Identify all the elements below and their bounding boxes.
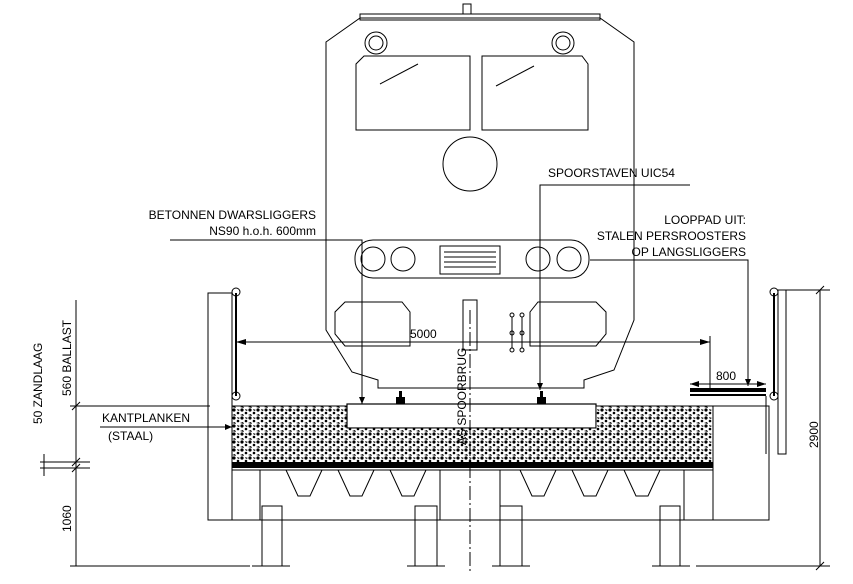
label-looppad-1: LOOPPAD UIT: — [664, 213, 746, 227]
dim-text-deck: 1060 — [60, 505, 74, 532]
walkway — [231, 287, 787, 455]
sand-layer — [232, 462, 713, 468]
locomotive-roof — [359, 13, 601, 21]
front-grille — [439, 245, 501, 275]
trough-5 — [571, 469, 609, 497]
dim-text-ballast: 560 BALLAST — [60, 319, 74, 396]
leader-rails — [537, 184, 690, 390]
locomotive — [325, 3, 635, 389]
leader-sleepers — [170, 239, 365, 404]
label-looppad-2: STALEN PERSROOSTERS — [597, 229, 746, 243]
lamp-left-inner-icon — [390, 246, 416, 272]
windshield-left — [355, 55, 471, 131]
ballast-bed — [231, 405, 714, 468]
main-girder-4 — [659, 505, 681, 567]
trough-1 — [285, 469, 323, 497]
buffer-beam-left — [334, 301, 411, 347]
trough-2 — [337, 469, 375, 497]
label-as-spoorbrug: AS SPOORBRUG — [455, 348, 469, 445]
track — [346, 387, 597, 429]
lamp-right-outer-icon — [556, 246, 582, 272]
dimensions — [40, 285, 830, 571]
edge-plate-left — [207, 292, 233, 521]
leaders — [100, 184, 751, 430]
windshield-right — [481, 55, 589, 131]
headlight-icon — [442, 136, 498, 192]
marker-light-left-icon — [364, 31, 388, 55]
rail-left — [396, 391, 405, 404]
buffer-beam-right — [529, 301, 607, 347]
dim-text-zandlaag: 50 ZANDLAAG — [31, 343, 45, 424]
main-girder-2 — [414, 505, 438, 567]
label-kantplanken-1: KANTPLANKEN — [102, 411, 190, 425]
label-betonnen-2: NS90 h.o.h. 600mm — [209, 224, 316, 238]
railing-post-right — [777, 289, 787, 455]
trough-4 — [519, 469, 557, 497]
label-spoorstaven: SPOORSTAVEN UIC54 — [548, 166, 675, 180]
leader-walkway — [590, 259, 751, 386]
label-kantplanken-2: (STAAL) — [108, 429, 153, 443]
rail-right — [537, 391, 546, 404]
dim-text-5000: 5000 — [410, 327, 437, 341]
concrete-sleeper — [346, 403, 597, 429]
bridge-deck — [207, 292, 770, 567]
main-girder-3 — [499, 505, 523, 567]
dim-text-2900: 2900 — [807, 421, 821, 448]
lamp-left-outer-icon — [360, 246, 386, 272]
main-girder-1 — [261, 505, 283, 567]
edge-plate-right — [712, 405, 770, 521]
trough-6 — [623, 469, 661, 497]
label-betonnen-1: BETONNEN DWARSLIGGERS — [149, 208, 316, 222]
locomotive-horn — [462, 3, 472, 15]
lamp-panel — [354, 239, 590, 279]
lamp-right-inner-icon — [525, 246, 551, 272]
dim-text-800: 800 — [716, 369, 736, 383]
trough-3 — [389, 469, 427, 497]
label-looppad-3: OP LANGSLIGGERS — [632, 245, 747, 259]
marker-light-right-icon — [551, 31, 575, 55]
